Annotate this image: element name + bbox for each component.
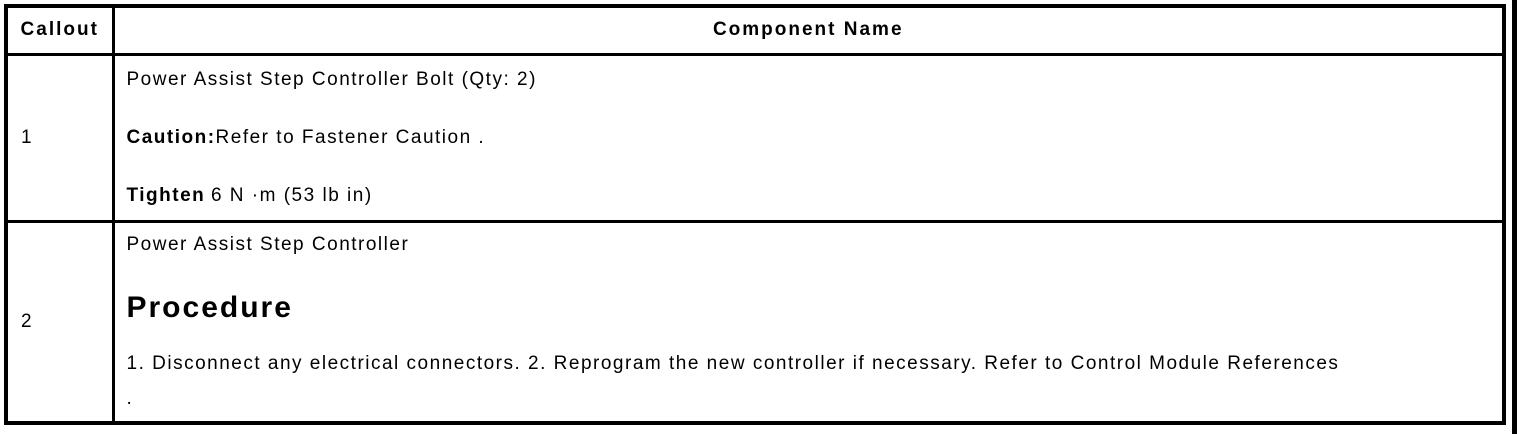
procedure-steps: 1. Disconnect any electrical connectors.… (127, 352, 1491, 412)
procedure-steps-trailing-period: . (126, 388, 134, 410)
component-title: Power Assist Step Controller (126, 234, 410, 256)
tighten-value: 6 N ·m (53 lb in) (210, 184, 373, 206)
component-title: Power Assist Step Controller Bolt (Qty: … (126, 69, 537, 91)
component-description-cell: Power Assist Step Controller Procedure 1… (111, 219, 1506, 425)
component-name-column-header: Component Name (111, 4, 1506, 56)
callout-component-table: Callout Component Name 1 Power Assist St… (4, 4, 1506, 425)
table-header-row: Callout Component Name (4, 4, 1506, 56)
callout-number-cell: 2 (4, 219, 115, 425)
component-description-cell: Power Assist Step Controller Bolt (Qty: … (111, 52, 1506, 223)
caution-note: Caution:Refer to Fastener Caution . (127, 126, 1491, 150)
caution-label: Caution: (126, 127, 216, 149)
procedure-heading: Procedure (126, 291, 293, 325)
caution-text: Refer to Fastener Caution . (215, 127, 486, 149)
table-row: 2 Power Assist Step Controller Procedure… (4, 219, 1506, 425)
procedure-steps-text: 1. Disconnect any electrical connectors.… (126, 352, 1340, 374)
table-row: 1 Power Assist Step Controller Bolt (Qty… (4, 52, 1506, 223)
callout-column-header: Callout (4, 4, 115, 56)
page-border-line (1512, 0, 1517, 434)
tighten-label: Tighten (126, 184, 206, 206)
callout-number-cell: 1 (4, 52, 115, 223)
